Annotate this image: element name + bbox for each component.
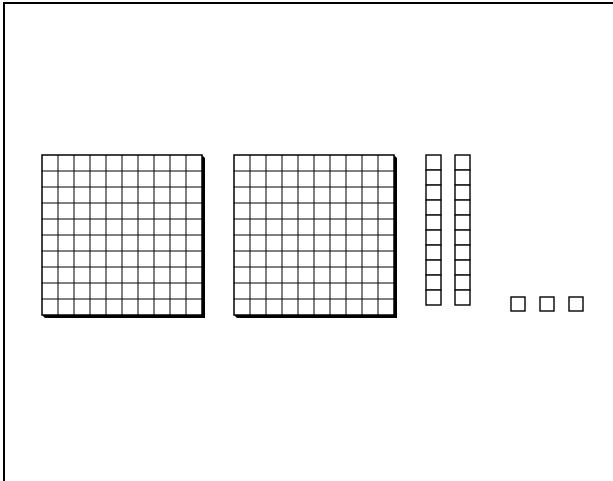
rod-unit-cell <box>455 215 470 230</box>
hundred-flat-block <box>234 155 397 318</box>
rod-unit-cell <box>455 275 470 290</box>
rod-unit-cell <box>426 230 441 245</box>
rod-unit-cell <box>426 260 441 275</box>
ten-rod-block <box>455 155 470 305</box>
rod-unit-cell <box>426 290 441 305</box>
unit-cube-block <box>569 297 583 311</box>
rod-unit-cell <box>455 230 470 245</box>
ten-rod-block <box>426 155 441 305</box>
rod-unit-cell <box>455 185 470 200</box>
rod-unit-cell <box>426 185 441 200</box>
unit-cube-block <box>511 297 525 311</box>
rod-unit-cell <box>426 245 441 260</box>
rod-unit-cell <box>426 155 441 170</box>
unit-cube-block <box>540 297 554 311</box>
rod-unit-cell <box>455 155 470 170</box>
rod-unit-cell <box>455 200 470 215</box>
rod-unit-cell <box>455 245 470 260</box>
rod-unit-cell <box>455 290 470 305</box>
rod-unit-cell <box>455 260 470 275</box>
hundred-flat-block <box>42 155 205 318</box>
rod-unit-cell <box>426 215 441 230</box>
rod-unit-cell <box>426 275 441 290</box>
rod-unit-cell <box>455 170 470 185</box>
rod-unit-cell <box>426 170 441 185</box>
rod-unit-cell <box>426 200 441 215</box>
